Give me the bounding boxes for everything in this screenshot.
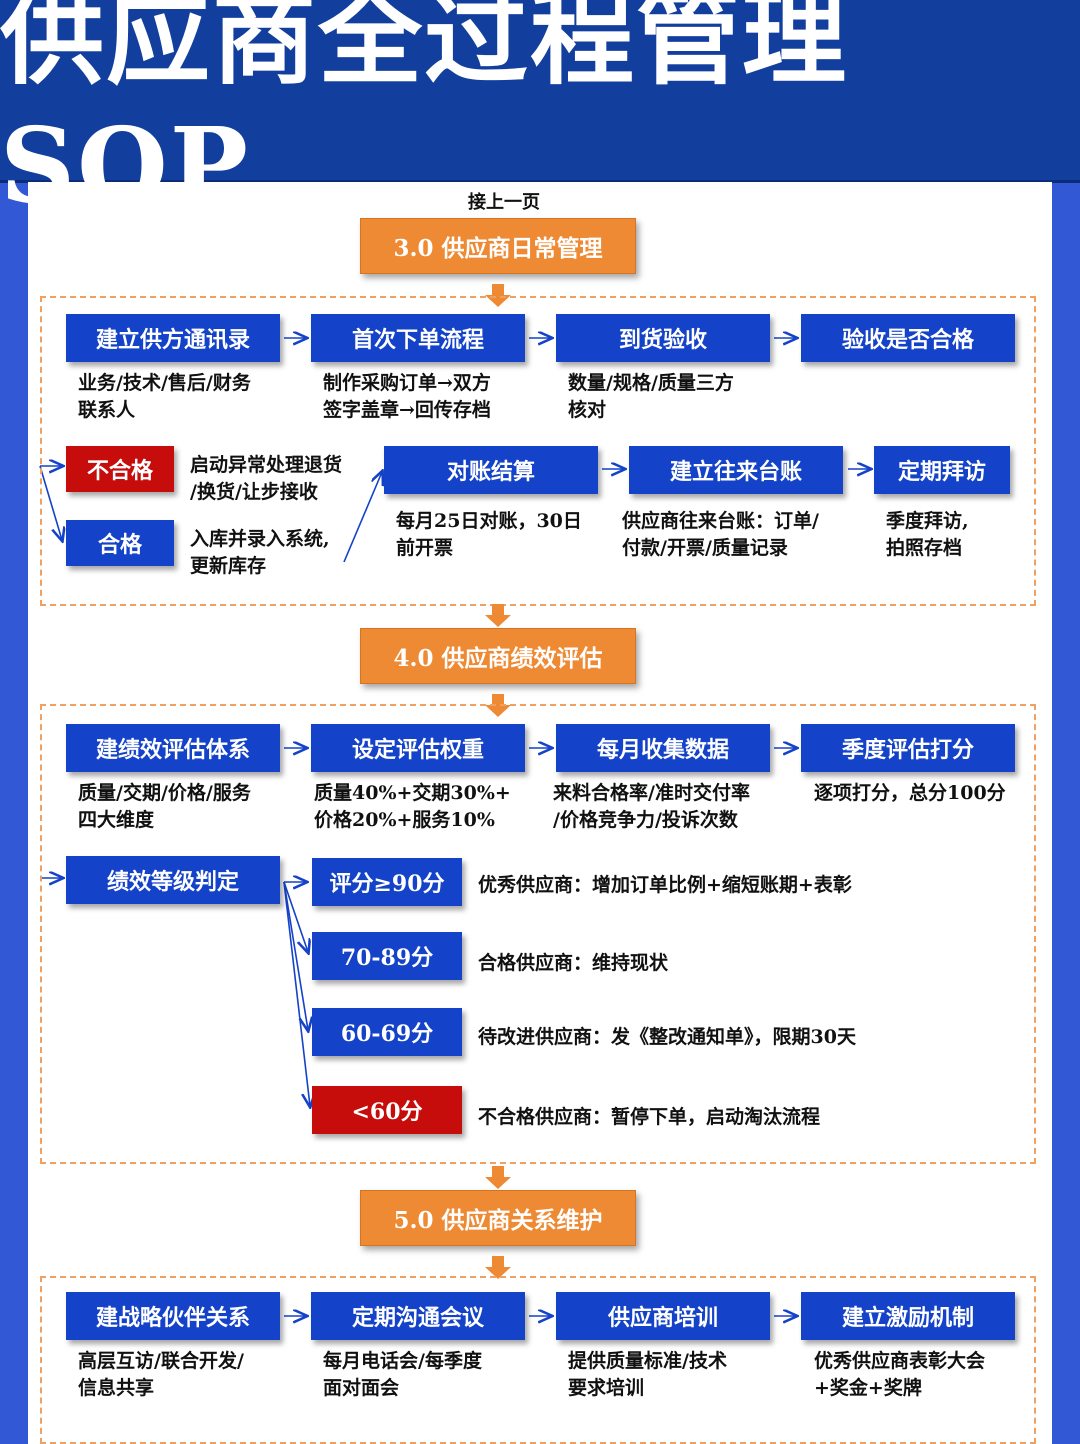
arrow-merge xyxy=(343,472,382,563)
s3-desc-receiving: 数量/规格/质量三方 核对 xyxy=(568,372,734,421)
s3-desc-visit: 季度拜访, 拍照存档 xyxy=(886,510,969,559)
section3-title: 3.0 供应商日常管理 xyxy=(360,218,636,274)
section4-title: 4.0 供应商绩效评估 xyxy=(360,628,636,684)
s3-pass-desc: 入库并录入系统, 更新库存 xyxy=(190,528,330,577)
s3-step-contacts: 建立供方通讯录 xyxy=(66,314,280,362)
s3-desc-reconcile: 每月25日对账，30日 前开票 xyxy=(396,510,582,559)
s3-step-reconcile: 对账结算 xyxy=(384,446,598,494)
s4-step-weights: 设定评估权重 xyxy=(311,724,525,772)
s3-fail-desc: 启动异常处理退货 /换货/让步接收 xyxy=(190,454,343,503)
s3-step-receiving: 到货验收 xyxy=(556,314,770,362)
s3-step-first-order: 首次下单流程 xyxy=(311,314,525,362)
s4-desc-system: 质量/交期/价格/服务 四大维度 xyxy=(78,782,251,831)
s3-desc-ledger: 供应商往来台账：订单/ 付款/开票/质量记录 xyxy=(622,510,819,559)
s5-desc-partnership: 高层互访/联合开发/ 信息共享 xyxy=(78,1350,244,1399)
s5-step-training: 供应商培训 xyxy=(556,1292,770,1340)
s5-step-meetings: 定期沟通会议 xyxy=(311,1292,525,1340)
s4-step-system: 建绩效评估体系 xyxy=(66,724,280,772)
s4-step-collect: 每月收集数据 xyxy=(556,724,770,772)
arrow-grade xyxy=(283,881,310,1106)
s3-fail-badge: 不合格 xyxy=(66,446,174,492)
s3-step-ledger: 建立往来台账 xyxy=(629,446,843,494)
grade-fail: <60分 xyxy=(312,1086,462,1134)
s5-desc-meetings: 每月电话会/每季度 面对面会 xyxy=(323,1350,482,1399)
section5-title: 5.0 供应商关系维护 xyxy=(360,1190,636,1246)
s5-step-incentive: 建立激励机制 xyxy=(801,1292,1015,1340)
grade-qualified: 70-89分 xyxy=(312,932,462,980)
s4-desc-collect: 来料合格率/准时交付率 /价格竞争力/投诉次数 xyxy=(553,782,750,831)
arrow-branch xyxy=(39,465,62,540)
grade-improve-desc: 待改进供应商：发《整改通知单》，限期30天 xyxy=(478,1026,856,1048)
s3-step-visit: 定期拜访 xyxy=(874,446,1010,494)
s3-pass-badge: 合格 xyxy=(66,520,174,566)
grade-excellent-desc: 优秀供应商：增加订单比例+缩短账期+表彰 xyxy=(478,874,852,896)
section4-frame xyxy=(40,704,1036,1164)
section3-frame xyxy=(40,296,1036,606)
s3-desc-first-order: 制作采购订单→双方 签字盖章→回传存档 xyxy=(323,372,491,421)
s4-grade-judgement: 绩效等级判定 xyxy=(66,856,280,904)
section5-frame xyxy=(40,1276,1036,1444)
s3-step-inspection: 验收是否合格 xyxy=(801,314,1015,362)
arrow-grade xyxy=(283,881,308,1030)
grade-qualified-desc: 合格供应商：维持现状 xyxy=(478,952,669,974)
s4-step-score: 季度评估打分 xyxy=(801,724,1015,772)
s5-desc-training: 提供质量标准/技术 要求培训 xyxy=(568,1350,727,1399)
s4-desc-score: 逐项打分，总分100分 xyxy=(814,782,1006,804)
arrow-grade xyxy=(283,881,308,952)
grade-improve: 60-69分 xyxy=(312,1008,462,1056)
page-title: 供应商全过程管理SOP xyxy=(0,0,1080,227)
s3-desc-contacts: 业务/技术/售后/财务 联系人 xyxy=(78,372,251,421)
grade-excellent: 评分≥90分 xyxy=(312,858,462,906)
s4-desc-weights: 质量40%+交期30%+ 价格20%+服务10% xyxy=(314,782,511,831)
s5-step-partnership: 建战略伙伴关系 xyxy=(66,1292,280,1340)
grade-fail-desc: 不合格供应商：暂停下单，启动淘汰流程 xyxy=(478,1106,821,1128)
s5-desc-incentive: 优秀供应商表彰大会 +奖金+奖牌 xyxy=(814,1350,986,1399)
continue-note: 接上一页 xyxy=(468,192,540,213)
